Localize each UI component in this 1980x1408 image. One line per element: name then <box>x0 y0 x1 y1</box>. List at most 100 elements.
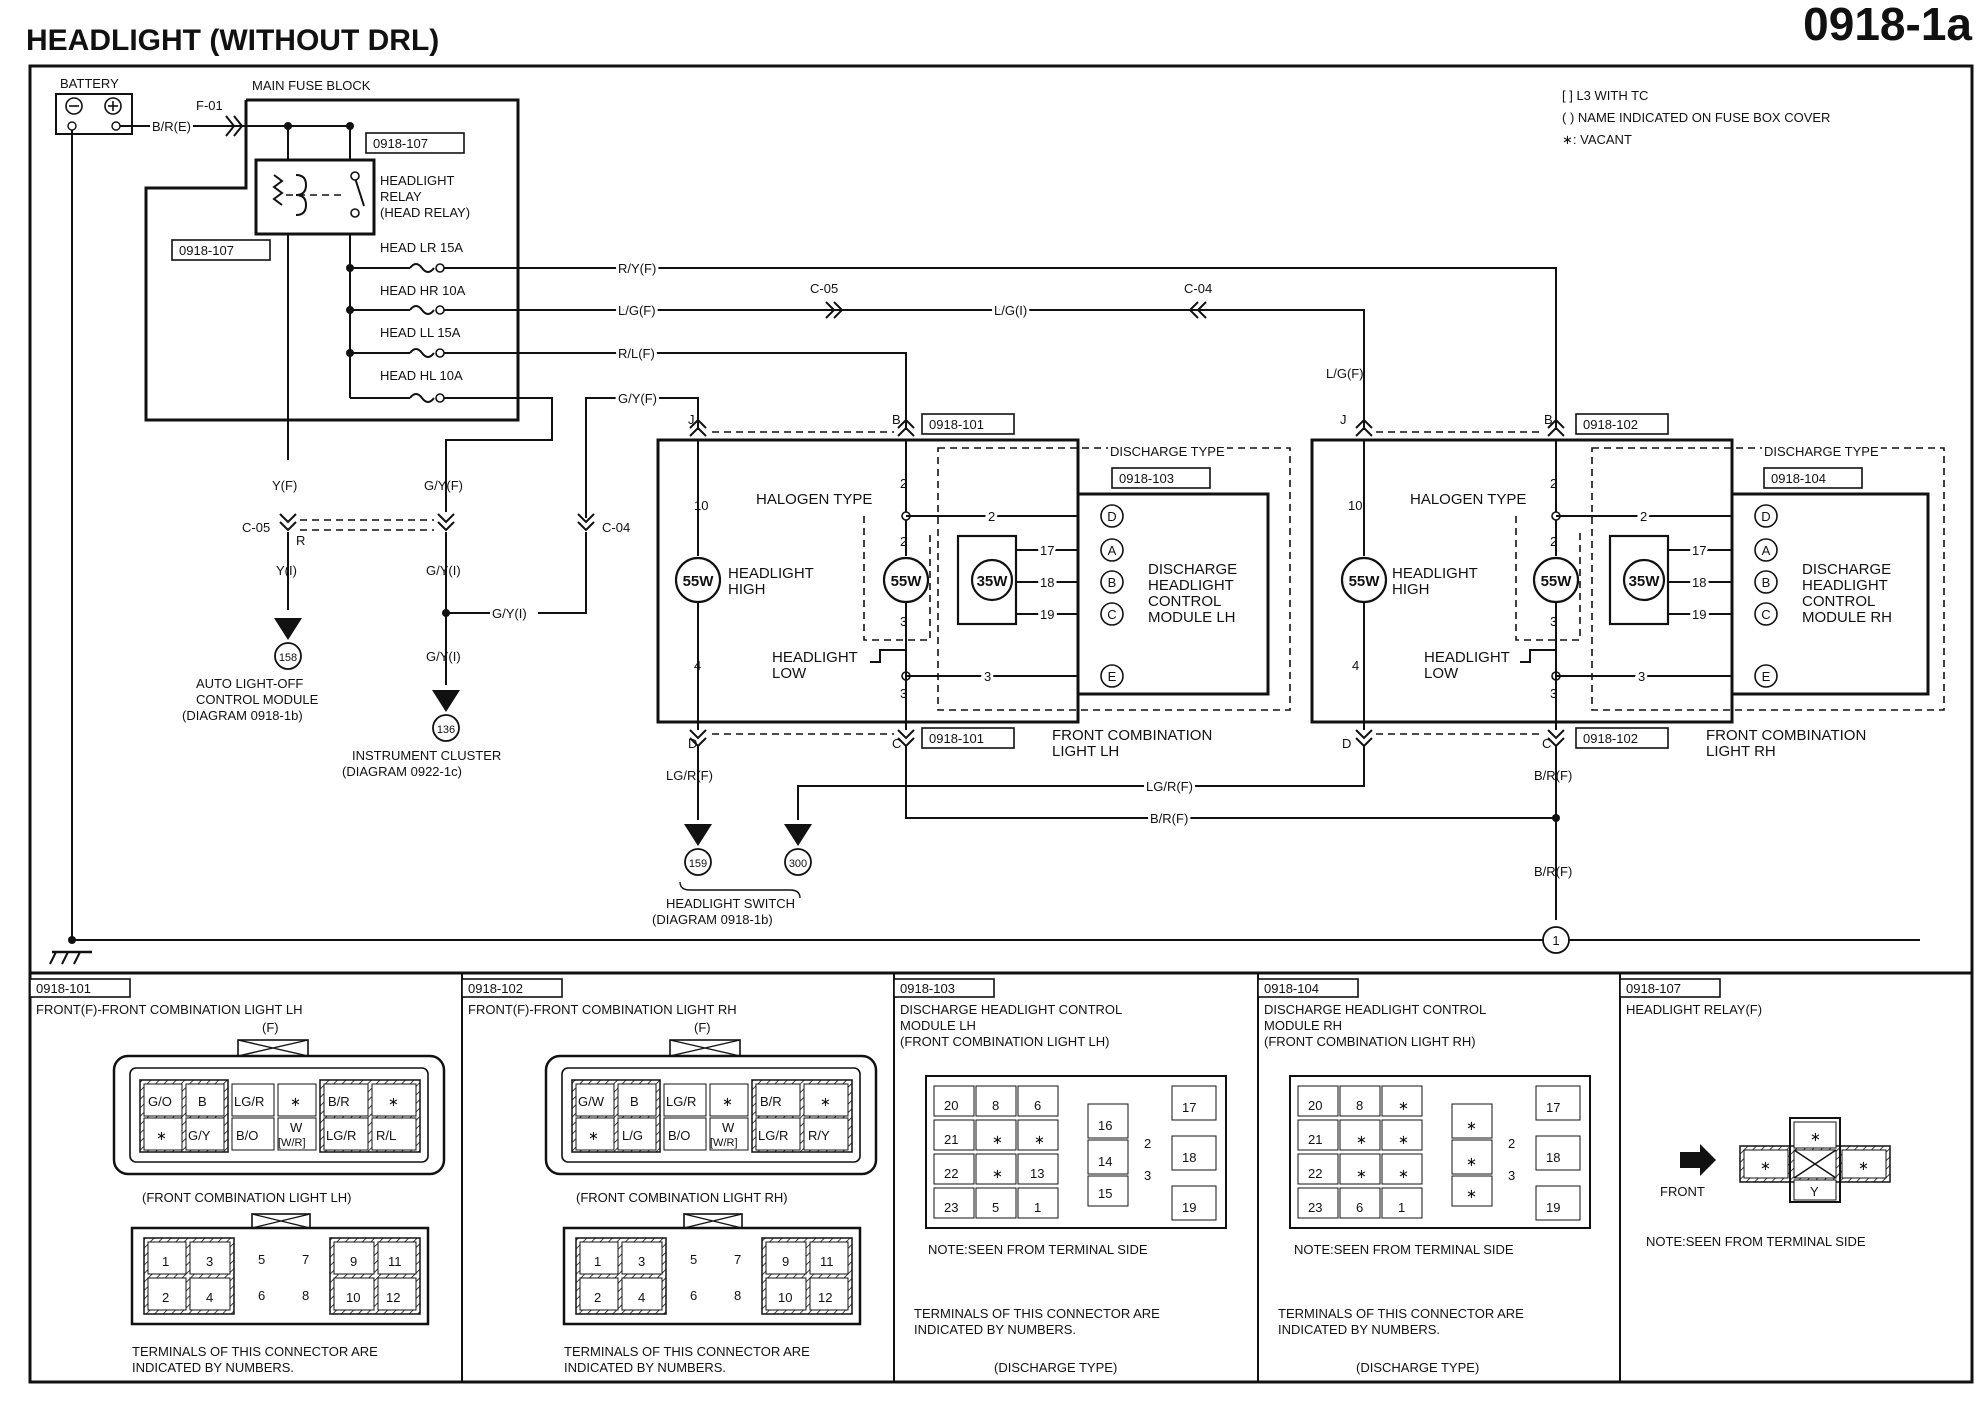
pin-cell: ∗ <box>1398 1098 1409 1113</box>
reference-number: 158 <box>279 652 297 664</box>
svg-text:17: 17 <box>1040 543 1054 558</box>
pin-number: 9 <box>350 1254 357 1269</box>
pin-number: 8 <box>302 1288 309 1303</box>
wire-label: L/G(F) <box>1326 366 1364 381</box>
rh-halogen-type: HALOGEN TYPE <box>1410 491 1526 508</box>
pin-number: 9 <box>782 1254 789 1269</box>
pin-number: 3 <box>638 1254 645 1269</box>
panel-note: INDICATED BY NUMBERS. <box>1278 1322 1440 1337</box>
connector-tag-0918-102[interactable] <box>1575 413 1669 435</box>
bulb-rating: 55W <box>683 573 715 590</box>
reference-circle[interactable] <box>684 848 712 876</box>
lh-module-label: DISCHARGE <box>1148 561 1237 578</box>
panel-note: NOTE:SEEN FROM TERMINAL SIDE <box>1646 1234 1866 1249</box>
pin-cell: 22 <box>944 1166 958 1181</box>
reference-circle[interactable] <box>784 848 812 876</box>
lh-module-label: HEADLIGHT <box>1148 577 1234 594</box>
pin-cell: 2 <box>1144 1136 1151 1151</box>
reference-circle[interactable] <box>432 714 460 742</box>
pin-cell: ∗ <box>722 1094 733 1109</box>
svg-text:3: 3 <box>900 614 907 629</box>
svg-text:2: 2 <box>900 476 907 491</box>
pin-cell: 23 <box>944 1200 958 1215</box>
fuse-block-outline <box>144 98 520 422</box>
ground-reference[interactable] <box>1542 926 1570 954</box>
panel-code: 0918-107 <box>1626 981 1681 996</box>
connector-tag-0918-102-bottom[interactable] <box>1575 727 1669 749</box>
pin-number: 12 <box>818 1290 832 1305</box>
pin-cell: B/R <box>328 1094 350 1109</box>
svg-text:D: D <box>1107 509 1116 524</box>
pin-cell: 22 <box>1308 1166 1322 1181</box>
rh-discharge-type: DISCHARGE TYPE <box>1764 444 1879 459</box>
pin-number: 11 <box>820 1254 834 1269</box>
connector-c04b-label: C-04 <box>602 520 630 535</box>
svg-text:18: 18 <box>1040 575 1054 590</box>
reference-label: HEADLIGHT SWITCH <box>666 896 795 911</box>
reference-label: (DIAGRAM 0918-1b) <box>652 912 773 927</box>
svg-text:A: A <box>1108 543 1117 558</box>
lh-discharge-type: DISCHARGE TYPE <box>1110 444 1225 459</box>
bulb-rating: 35W <box>1629 573 1661 590</box>
pin-d-icon <box>1100 504 1124 528</box>
wire-ry <box>444 267 1557 430</box>
lh-low-label: HEADLIGHT <box>772 649 858 666</box>
connector-c05b-label: C-05 <box>242 520 270 535</box>
panel-sub: (F) <box>694 1020 711 1035</box>
pin-cell: R/Y <box>808 1128 830 1143</box>
fuse-icon <box>350 263 445 273</box>
lh-halogen-type: HALOGEN TYPE <box>756 491 872 508</box>
pin-c-icon <box>1100 602 1124 626</box>
arrow-down-icon <box>432 690 460 712</box>
svg-text:J: J <box>1340 412 1347 427</box>
rh-discharge-outline <box>1591 447 1945 711</box>
rh-module-label: CONTROL <box>1802 593 1875 610</box>
pin-cell: ∗ <box>388 1094 399 1109</box>
svg-text:D: D <box>1342 736 1351 751</box>
rh-module-label: HEADLIGHT <box>1802 577 1888 594</box>
lh-high-label: HIGH <box>728 581 766 598</box>
svg-text:18: 18 <box>1692 575 1706 590</box>
rh-module-label: DISCHARGE <box>1802 561 1891 578</box>
panel-title: DISCHARGE HEADLIGHT CONTROL <box>900 1002 1122 1017</box>
reference-circle[interactable] <box>274 642 302 670</box>
panel-0918-101: 0918-101 FRONT(F)-FRONT COMBINATION LIGH… <box>29 978 446 1375</box>
lh-module-label: MODULE LH <box>1148 609 1236 626</box>
pin-cell: ∗ <box>1810 1129 1821 1144</box>
svg-text:3: 3 <box>900 686 907 701</box>
connector-tag-0918-101[interactable] <box>921 413 1015 435</box>
svg-text:2: 2 <box>1550 476 1557 491</box>
svg-text:B: B <box>892 412 901 427</box>
panel-title: (FRONT COMBINATION LIGHT LH) <box>900 1034 1109 1049</box>
fuse-label: HEAD LR 15A <box>380 240 463 255</box>
relay-label-3: (HEAD RELAY) <box>380 205 470 220</box>
pin-cell: G/O <box>148 1094 172 1109</box>
pin-cell: R/L <box>376 1128 396 1143</box>
svg-text:2: 2 <box>1640 509 1647 524</box>
panel-note: TERMINALS OF THIS CONNECTOR ARE <box>564 1344 810 1359</box>
pin-cell: ∗ <box>992 1132 1003 1147</box>
relay-label-1: HEADLIGHT <box>380 173 454 188</box>
bulb-rating: 35W <box>977 573 1009 590</box>
reference-number: 159 <box>689 858 707 870</box>
pin-number: 7 <box>734 1252 741 1267</box>
connector-c05-label: C-05 <box>810 281 838 296</box>
pin-cell: 19 <box>1546 1200 1560 1215</box>
pin-cell: B/O <box>236 1128 258 1143</box>
pin-number: 1 <box>162 1254 169 1269</box>
connector-tag-0918-103[interactable] <box>1111 467 1211 489</box>
connector-tag-0918-101-bottom[interactable] <box>921 727 1015 749</box>
legend-line-3: ∗: VACANT <box>1562 132 1632 147</box>
connector-tag-0918-107-left[interactable] <box>171 239 271 261</box>
front-combination-light-rh: DISCHARGE TYPE 0918-102 J B 10 55W HEADL… <box>1310 412 1945 760</box>
connector-c04b-icon <box>577 513 595 532</box>
pin-e-icon <box>1754 664 1778 688</box>
connector-tag-0918-104[interactable] <box>1763 467 1863 489</box>
svg-text:C: C <box>1761 607 1770 622</box>
wire-label-r: R <box>296 533 305 548</box>
fuse-label: HEAD HR 10A <box>380 283 466 298</box>
connector-tag-0918-107-top[interactable] <box>365 132 465 154</box>
lh-name: FRONT COMBINATION <box>1052 727 1212 744</box>
pin-number: 2 <box>162 1290 169 1305</box>
pin-number: 4 <box>206 1290 213 1305</box>
